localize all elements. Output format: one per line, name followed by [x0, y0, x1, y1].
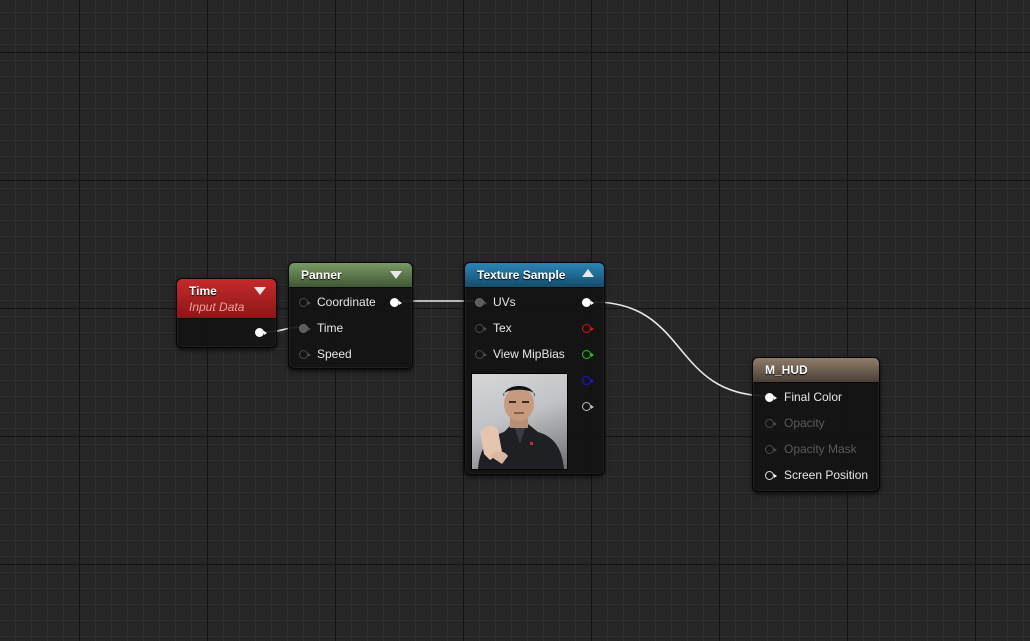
view-mipbias-label: View MipBias	[493, 347, 565, 361]
output-pin[interactable]	[255, 328, 267, 337]
opacity-input-pin[interactable]	[765, 419, 777, 428]
b-output-pin[interactable]	[582, 376, 594, 385]
time-node-header[interactable]: Time Input Data	[177, 279, 276, 319]
g-output-pin[interactable]	[582, 350, 594, 359]
screen-position-input-pin[interactable]	[765, 471, 777, 480]
texture-preview-image	[478, 386, 564, 469]
tex-input-pin[interactable]	[475, 324, 487, 333]
texture-sample-node[interactable]: Texture Sample UVs Tex View MipBias	[464, 262, 605, 475]
opacity-mask-input-pin[interactable]	[765, 445, 777, 454]
screen-position-label: Screen Position	[784, 468, 869, 482]
tex-label: Tex	[493, 321, 512, 335]
m-hud-node-header[interactable]: M_HUD	[753, 358, 879, 383]
texture-preview-thumbnail	[471, 373, 568, 470]
final-color-label: Final Color	[784, 390, 843, 404]
node-title: Panner	[301, 268, 342, 282]
node-subtitle: Input Data	[189, 300, 245, 314]
coordinate-input-pin[interactable]	[299, 298, 311, 307]
final-color-input-pin[interactable]	[765, 393, 777, 402]
panner-node-header[interactable]: Panner	[289, 263, 412, 288]
node-title: Time	[189, 284, 217, 298]
m-hud-node[interactable]: M_HUD Final Color Opacity Opacity Mask S…	[752, 357, 880, 492]
time-label: Time	[317, 321, 344, 335]
opacity-mask-label: Opacity Mask	[784, 442, 857, 456]
collapse-arrow-down-icon[interactable]	[254, 287, 266, 295]
panner-node[interactable]: Panner Coordinate Time Speed	[288, 262, 413, 369]
a-output-pin[interactable]	[582, 402, 594, 411]
node-title: Texture Sample	[477, 268, 566, 282]
view-mipbias-input-pin[interactable]	[475, 350, 487, 359]
wire-texture-rgb-to-final-color[interactable]	[592, 301, 770, 397]
coordinate-label: Coordinate	[317, 295, 376, 309]
panner-output-pin[interactable]	[390, 298, 402, 307]
rgb-output-pin[interactable]	[582, 298, 594, 307]
collapse-arrow-down-icon[interactable]	[390, 271, 402, 279]
collapse-arrow-up-icon[interactable]	[582, 269, 594, 277]
opacity-label: Opacity	[784, 416, 825, 430]
time-node[interactable]: Time Input Data	[176, 278, 277, 348]
node-title: M_HUD	[765, 363, 808, 377]
speed-input-pin[interactable]	[299, 350, 311, 359]
uvs-label: UVs	[493, 295, 516, 309]
speed-label: Speed	[317, 347, 352, 361]
texture-sample-node-header[interactable]: Texture Sample	[465, 263, 604, 288]
time-input-pin[interactable]	[299, 324, 311, 333]
r-output-pin[interactable]	[582, 324, 594, 333]
uvs-input-pin[interactable]	[475, 298, 487, 307]
